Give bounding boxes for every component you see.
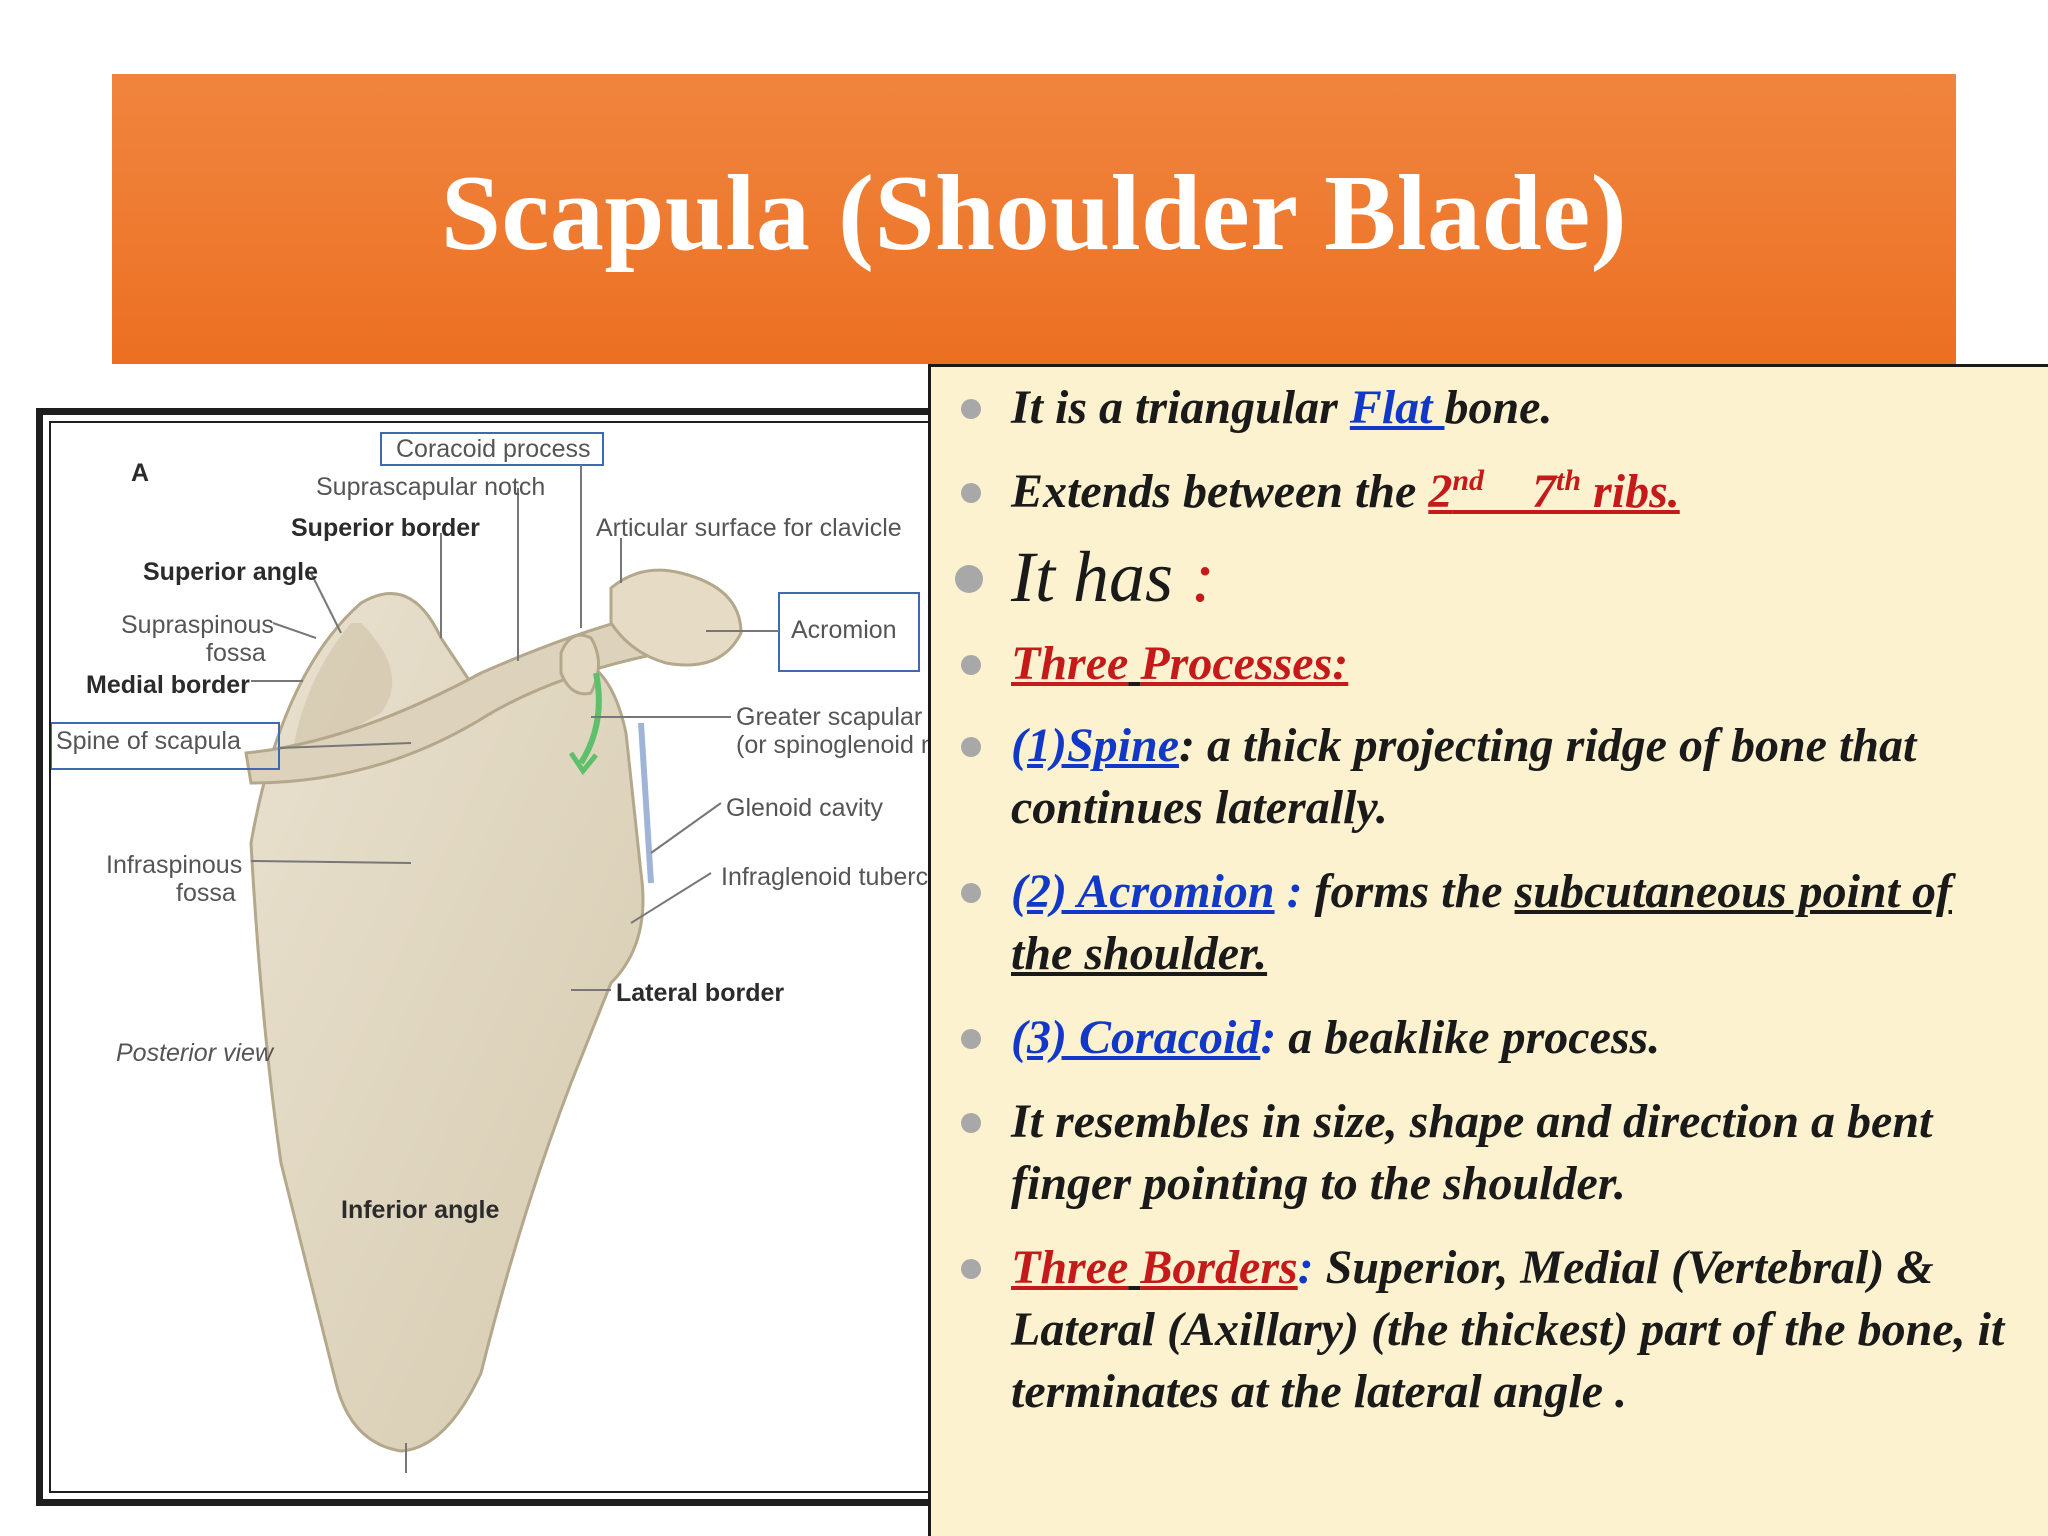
label-superior-border: Superior border [291, 514, 480, 542]
label-medial-border: Medial border [86, 671, 250, 699]
bullet-text: bone. [1444, 381, 1553, 434]
bullet-item: It is a triangular Flat bone. [961, 377, 2012, 439]
bullet-item: (3) Coracoid: a beaklike process. [961, 1007, 2012, 1069]
label-suprascapular-notch: Suprascapular notch [316, 473, 545, 501]
spine-link[interactable]: (1)Spine [1011, 719, 1179, 772]
label-view: Posterior view [116, 1039, 275, 1067]
label-infraspinous-2: fossa [176, 879, 236, 907]
acromion-shape [609, 568, 743, 667]
bullet-item: It has : [955, 537, 2012, 617]
label-supraspinous-1: Supraspinous [121, 611, 274, 639]
label-greater-notch-1: Greater scapular no [736, 703, 929, 731]
title-banner: Scapula (Shoulder Blade) [112, 74, 1956, 364]
bullet-item: (1)Spine: a thick projecting ridge of bo… [961, 715, 2012, 839]
label-supraspinous-2: fossa [206, 639, 266, 667]
scapula-illustration: Coracoid process A Suprascapular notch S… [51, 432, 929, 1473]
bullet-item: Extends between the 2nd _ 7th ribs. [961, 461, 2012, 523]
bullet-item: Three Processes: [961, 633, 2012, 695]
bullet-colon: : [1191, 537, 1215, 617]
label-spine: Spine of scapula [56, 727, 241, 755]
bullet-text: It is a triangular [1011, 381, 1350, 434]
figure-frame: Coracoid process A Suprascapular notch S… [49, 421, 929, 1493]
bullet-text: Extends between the [1011, 465, 1429, 518]
panel-letter: A [131, 459, 149, 487]
bullet-item: (2) Acromion : forms the subcutaneous po… [961, 861, 2012, 985]
subcutaneous-text: subcutaneous point of the shoulder. [1011, 865, 1952, 980]
label-inferior-angle: Inferior angle [341, 1196, 499, 1224]
bullet-text: a thick projecting ridge of bone that co… [1011, 719, 1917, 834]
label-acromion: Acromion [791, 616, 897, 644]
text-panel: It is a triangular Flat bone. Extends be… [928, 364, 2048, 1536]
bullet-item: Three Borders: Superior, Medial (Vertebr… [961, 1237, 2012, 1423]
flat-link[interactable]: Flat [1349, 381, 1445, 434]
processes-heading: Processes: [1140, 637, 1349, 690]
borders-heading: Borders [1140, 1241, 1298, 1294]
label-lateral-border: Lateral border [616, 979, 784, 1007]
coracoid-shape [559, 633, 600, 696]
label-coracoid: Coracoid process [396, 435, 591, 463]
acromion-link[interactable]: (2) Acromion [1011, 865, 1275, 918]
label-greater-notch-2: (or spinoglenoid not [736, 731, 929, 759]
ribs-text: 2nd _ 7th ribs. [1428, 464, 1680, 518]
label-infraspinous-1: Infraspinous [106, 851, 242, 879]
three-text: Three [1011, 1241, 1129, 1294]
coracoid-link[interactable]: (3) Coracoid [1011, 1011, 1261, 1064]
coracoid-label-box [380, 432, 604, 466]
bullet-text: a beaklike process. [1276, 1011, 1661, 1064]
bullet-text: Superior, Medial (Vertebral) & Lateral (… [1011, 1241, 2005, 1418]
spine-label-box [51, 722, 280, 770]
bullet-text: It resembles in size, shape and directio… [1011, 1095, 1933, 1210]
label-infraglenoid: Infraglenoid tubercle [721, 863, 929, 891]
label-superior-angle: Superior angle [143, 558, 318, 586]
label-articular-surface: Articular surface for clavicle [596, 514, 902, 542]
three-text: Three [1011, 637, 1129, 690]
slide-title: Scapula (Shoulder Blade) [440, 154, 1628, 273]
bullet-text: It has [1011, 537, 1191, 617]
label-glenoid: Glenoid cavity [726, 794, 884, 822]
scapula-figure: Coracoid process A Suprascapular notch S… [36, 408, 936, 1506]
bullet-item: It resembles in size, shape and directio… [961, 1091, 2012, 1215]
bullet-text: forms the [1302, 865, 1515, 918]
